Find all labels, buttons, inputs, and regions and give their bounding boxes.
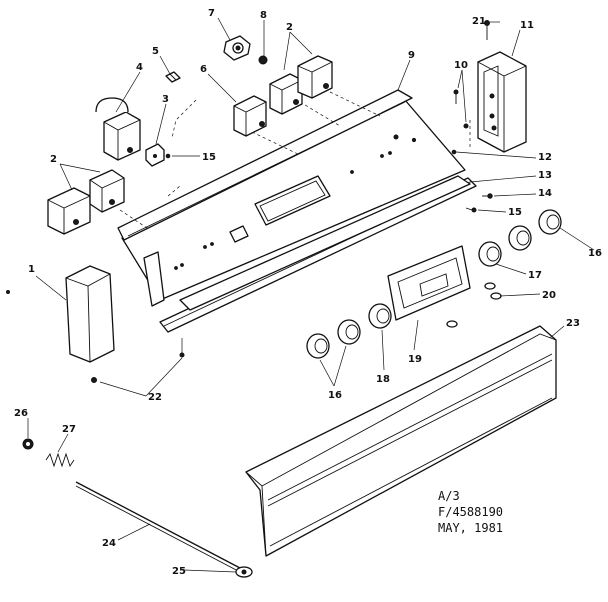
knob-part-16-right-c <box>478 241 502 267</box>
knob-part-16-left-b <box>306 333 330 359</box>
switch-part-2-left-b <box>89 169 125 213</box>
switch-part-2-top-a <box>269 73 303 115</box>
buttons-part-17-20 <box>446 282 502 328</box>
knob-part-16-left-a <box>337 319 361 345</box>
switch-part-2-top-b <box>297 55 333 99</box>
callout-11: 11 <box>520 20 534 31</box>
thermostat-part-7 <box>223 35 251 61</box>
callout-19: 19 <box>408 354 422 365</box>
switch-part-4 <box>95 97 141 161</box>
control-panel-part <box>117 89 477 333</box>
callout-23: 23 <box>566 318 580 329</box>
front-trim-part-23 <box>245 325 557 557</box>
caption-line-1: A/3 <box>438 489 460 503</box>
callout-12: 12 <box>538 152 552 163</box>
bracket-part-3 <box>145 143 165 167</box>
callout-21: 21 <box>472 16 486 27</box>
callout-labels: 1 2 2 3 4 5 6 7 8 9 10 11 12 13 14 15 15… <box>14 8 602 577</box>
knob-part-16-right-b <box>508 225 532 251</box>
diagram-caption: A/3 F/4588190 MAY, 1981 <box>438 489 503 535</box>
callout-18: 18 <box>376 374 390 385</box>
nut-part-8 <box>258 55 268 65</box>
callout-4: 4 <box>136 62 143 73</box>
caption-line-2: F/4588190 <box>438 505 503 519</box>
callout-15a: 15 <box>202 152 216 163</box>
callout-2b: 2 <box>286 22 293 33</box>
leader-lines <box>27 17 595 573</box>
knob-part-16-right-a <box>538 209 562 235</box>
switch-part-2-left-a <box>47 187 91 235</box>
stray-mark <box>6 290 10 294</box>
callout-24: 24 <box>102 538 116 549</box>
callout-6: 6 <box>200 64 207 75</box>
callout-1: 1 <box>28 264 35 275</box>
callout-26: 26 <box>14 408 28 419</box>
caption-line-3: MAY, 1981 <box>438 521 503 535</box>
callout-14: 14 <box>538 188 552 199</box>
callout-3: 3 <box>162 94 169 105</box>
clock-bezel-part-19 <box>387 245 471 321</box>
switch-part-6 <box>233 95 267 137</box>
callout-13: 13 <box>538 170 552 181</box>
callout-17: 17 <box>528 270 542 281</box>
callout-27: 27 <box>62 424 76 435</box>
callout-9: 9 <box>408 50 415 61</box>
callout-8: 8 <box>260 10 267 21</box>
screw-part-22 <box>91 338 185 383</box>
callout-16a: 16 <box>588 248 602 259</box>
callout-7: 7 <box>208 8 215 19</box>
callout-5: 5 <box>152 46 159 57</box>
rod-part-24 <box>75 481 241 573</box>
callout-2a: 2 <box>50 154 57 165</box>
end-bracket-part-11 <box>477 51 527 153</box>
callout-10: 10 <box>454 60 468 71</box>
rod-end-part-25 <box>235 566 253 578</box>
clip-part-5 <box>165 71 181 83</box>
callout-22: 22 <box>148 392 162 403</box>
screw-part-21 <box>484 20 490 40</box>
callout-25: 25 <box>172 566 186 577</box>
nut-part-26 <box>22 438 34 450</box>
callout-15b: 15 <box>508 207 522 218</box>
end-cap-part-1 <box>65 265 115 363</box>
callout-20: 20 <box>542 290 556 301</box>
screws-part-10 <box>453 89 469 129</box>
screws-part-12-14-15 <box>165 149 493 213</box>
spring-part-27 <box>45 452 75 468</box>
assembly-guide-lines <box>119 91 471 231</box>
knob-part-18 <box>368 303 392 329</box>
callout-16b: 16 <box>328 390 342 401</box>
